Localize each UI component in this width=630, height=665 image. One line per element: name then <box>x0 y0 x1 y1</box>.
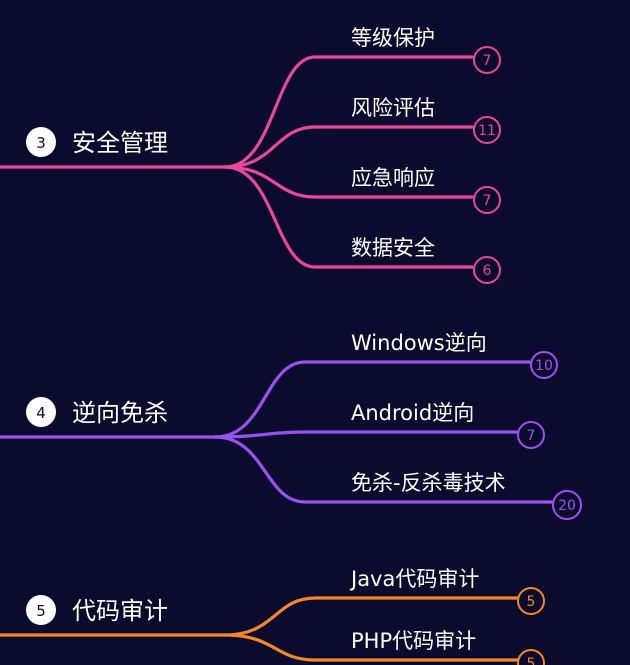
branch-label: Java代码审计 <box>349 567 479 591</box>
count-badge <box>473 46 501 74</box>
branch-label: PHP代码审计 <box>351 629 476 653</box>
branch-label: 免杀-反杀毒技术 <box>351 471 506 495</box>
branch-line <box>223 596 519 637</box>
branch-label: Android逆向 <box>351 401 474 425</box>
section-number: 4 <box>36 404 46 422</box>
section-number: 3 <box>36 134 46 152</box>
branch-line <box>223 165 474 269</box>
section-title: 安全管理 <box>72 129 168 157</box>
branch-line <box>213 435 554 504</box>
count-badge <box>552 490 582 520</box>
section-number-badge <box>26 397 56 427</box>
count-value: 6 <box>483 263 492 279</box>
section-title: 代码审计 <box>72 597 168 625</box>
count-badge <box>530 351 558 379</box>
branch-line <box>223 55 474 169</box>
count-badge <box>473 256 501 284</box>
branch-label: 数据安全 <box>351 236 435 260</box>
branch-label: 风险评估 <box>351 96 435 120</box>
count-value: 11 <box>478 123 496 139</box>
count-value: 5 <box>527 594 536 610</box>
count-badge <box>517 587 545 615</box>
branch-line <box>223 125 474 169</box>
count-value: 20 <box>558 498 576 514</box>
count-badge <box>517 421 545 449</box>
branch-line <box>223 633 519 662</box>
branch-line <box>213 360 532 439</box>
count-value: 10 <box>535 358 553 374</box>
count-badge <box>473 116 501 144</box>
count-value: 7 <box>483 193 492 209</box>
section-title: 逆向免杀 <box>72 399 168 427</box>
count-badge <box>473 186 501 214</box>
branch-label: 等级保护 <box>351 26 435 50</box>
count-badge <box>517 649 545 665</box>
section-number-badge <box>26 127 56 157</box>
section-security-management: 等级保护 7 风险评估 11 应急响应 7 数据安全 6 3 安全管理 <box>0 26 501 284</box>
count-value: 7 <box>527 428 536 444</box>
count-value: 5 <box>527 656 536 665</box>
branch-line <box>223 165 474 199</box>
branch-line <box>213 430 519 439</box>
count-value: 7 <box>483 53 492 69</box>
branch-label: 应急响应 <box>351 166 435 190</box>
branch-label: Windows逆向 <box>351 331 487 355</box>
section-number-badge <box>26 595 56 625</box>
section-number: 5 <box>36 602 46 620</box>
